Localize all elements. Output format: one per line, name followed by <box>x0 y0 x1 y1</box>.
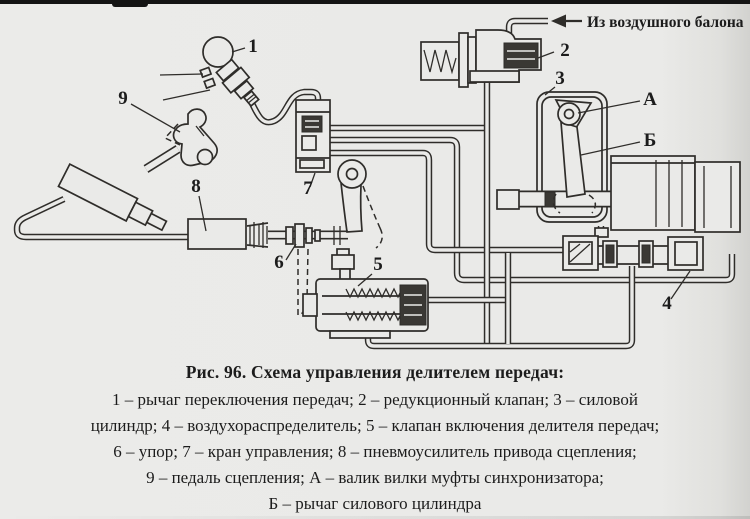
power-cylinder <box>496 91 741 233</box>
booster-body <box>187 218 247 250</box>
label-6: 6 <box>274 252 284 273</box>
gear-shift-lever <box>159 36 260 108</box>
clutch-pedal-assembly <box>57 108 218 232</box>
figure-caption: Рис. 96. Схема управления делителем пере… <box>0 362 750 517</box>
piston-column <box>655 160 683 227</box>
fork-dashed <box>552 193 597 214</box>
bellows <box>249 222 268 248</box>
callout-labels: 1 2 3 4 5 6 7 8 9 А Б <box>118 36 691 314</box>
spring-lower <box>345 310 407 322</box>
spring-upper <box>345 287 407 299</box>
valve-left-port <box>302 293 318 317</box>
divider-valve <box>302 248 429 339</box>
label-B: Б <box>644 130 657 151</box>
shaft-end <box>496 189 520 210</box>
air-tank-note: Из воздушного балона <box>587 14 744 31</box>
left-arrow-icon <box>551 14 566 28</box>
legend-line: Б – рычаг силового цилиндра <box>268 494 482 513</box>
legend-line: цилиндр; 4 – воздухораспределитель; 5 – … <box>90 416 660 435</box>
schematic-diagram: Из воздушного балона <box>13 14 744 350</box>
scan-edge-bottom <box>0 516 750 519</box>
spring-coil <box>423 49 457 75</box>
label-2: 2 <box>560 40 570 61</box>
label-4: 4 <box>662 293 672 314</box>
pedal-pivot <box>196 148 214 166</box>
lever-callout-lines <box>159 73 211 101</box>
right-bracket <box>694 161 741 233</box>
label-8: 8 <box>191 176 201 197</box>
label-3: 3 <box>555 68 565 89</box>
crank-arm-dashed <box>362 185 383 249</box>
label-7: 7 <box>303 178 313 199</box>
crank-arm <box>340 182 363 233</box>
valve-cap <box>331 254 355 270</box>
air-tank-inlet: Из воздушного балона <box>551 14 744 31</box>
label-A: А <box>643 89 657 110</box>
pneumatic-booster <box>187 218 269 250</box>
legend-line: 1 – рычаг переключения передач; 2 – реду… <box>112 390 638 409</box>
label-9: 9 <box>118 88 128 109</box>
caption-title: Рис. 96. Схема управления делителем пере… <box>185 362 565 382</box>
pedal-dashed-outline <box>163 123 181 146</box>
cylinder-block <box>610 155 696 231</box>
control-valve <box>295 99 331 173</box>
scan-edge-artifact <box>112 0 148 7</box>
air-distributor <box>562 227 704 271</box>
valve-flange <box>329 330 391 339</box>
reduction-valve <box>420 29 542 88</box>
scan-edge-top <box>0 0 750 4</box>
legend-line: 6 – упор; 7 – кран управления; 8 – пневм… <box>113 442 637 461</box>
clutch-master-cylinder <box>57 163 168 232</box>
label-1: 1 <box>248 36 258 57</box>
label-5: 5 <box>373 254 383 275</box>
stop-collar <box>294 223 305 248</box>
legend-line: 9 – педаль сцепления; А – валик вилки му… <box>146 468 604 487</box>
